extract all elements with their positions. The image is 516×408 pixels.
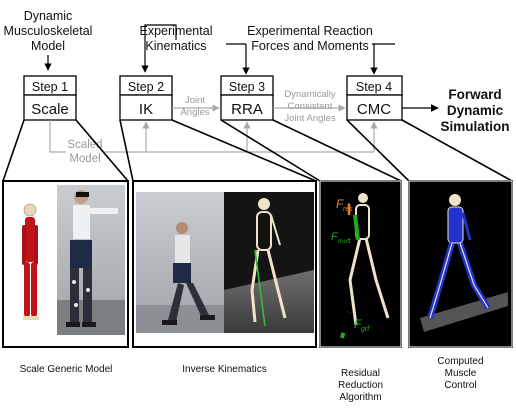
rra-caption-line3: Algorithm <box>339 392 382 403</box>
cmc-caption-line1: Computed <box>437 356 484 367</box>
svg-text:Model: Model <box>69 153 100 165</box>
scale-caption: Scale Generic Model <box>19 364 113 375</box>
rra-caption: Residual Reduction Algorithm <box>318 368 403 404</box>
svg-text:Joint: Joint <box>185 95 205 106</box>
ground-reaction-force-subscript: grf <box>361 326 370 333</box>
scale-panel <box>2 180 129 348</box>
step-2-header: Step 2 <box>128 80 164 94</box>
svg-text:Experimental Reaction: Experimental Reaction <box>247 24 373 38</box>
subject-markers-photo <box>57 185 125 335</box>
forces-input-label: Experimental Reaction Forces and Moments <box>247 24 373 53</box>
svg-text:Consistent: Consistent <box>288 101 333 112</box>
svg-text:Dynamic: Dynamic <box>24 9 73 23</box>
ground-reaction-force-label: F <box>354 317 362 331</box>
step-1-header: Step 1 <box>32 80 68 94</box>
generic-musculoskeletal-model-image <box>22 203 39 320</box>
rra-caption-line1: Residual <box>341 368 380 379</box>
svg-text:Forward: Forward <box>448 87 501 102</box>
muscle-control-model-image <box>420 194 508 332</box>
ground-reaction-force-arrow <box>331 309 355 339</box>
muscle-force-subscript: mus <box>338 238 351 245</box>
step-4-header: Step 4 <box>356 80 392 94</box>
cmc-caption-line3: Control <box>444 380 477 391</box>
step-4-box: Step 4 CMC <box>346 75 403 121</box>
joint-angles-label: Joint Angles <box>180 95 209 118</box>
connector-lines <box>2 119 513 182</box>
rra-panel: F res F mus F grf <box>319 180 402 348</box>
scaled-model-label: Scaled Model <box>67 139 102 165</box>
rra-caption-line2: Reduction <box>337 380 384 391</box>
svg-text:Musculoskeletal: Musculoskeletal <box>4 24 93 38</box>
svg-text:Model: Model <box>31 39 65 53</box>
walking-subject-photo <box>136 192 224 333</box>
residual-force-subscript: res <box>343 206 353 213</box>
input-arrows <box>44 24 395 75</box>
skeleton-model-image <box>224 192 314 333</box>
step-1-box: Step 1 Scale <box>23 75 77 121</box>
step-2-box: Step 2 IK <box>119 75 173 121</box>
cmc-panel <box>408 180 513 348</box>
svg-text:Forces and Moments: Forces and Moments <box>251 39 368 53</box>
forward-dynamic-simulation-label: Forward Dynamic Simulation <box>440 87 509 134</box>
ik-panel <box>132 180 317 348</box>
muscle-force-label: F <box>331 231 339 243</box>
cmc-caption: Computed Muscle Control <box>409 356 512 392</box>
consistent-joint-angles-label: Dynamically Consistent Joint Angles <box>284 89 335 124</box>
model-input-label: Dynamic Musculoskeletal Model <box>4 9 93 53</box>
svg-text:Dynamically: Dynamically <box>284 89 335 100</box>
step-3-box: Step 3 RRA <box>220 75 274 121</box>
step-2-name: IK <box>139 101 153 118</box>
step-3-header: Step 3 <box>229 80 265 94</box>
svg-text:Kinematics: Kinematics <box>145 39 206 53</box>
svg-text:Simulation: Simulation <box>440 119 509 134</box>
cmc-caption-line2: Muscle <box>444 368 477 379</box>
step-4-name: CMC <box>357 101 391 118</box>
step-3-name: RRA <box>231 101 263 118</box>
svg-text:Joint Angles: Joint Angles <box>284 113 335 124</box>
step-1-name: Scale <box>31 101 69 118</box>
svg-text:Dynamic: Dynamic <box>447 103 504 118</box>
ik-caption: Inverse Kinematics <box>182 364 267 375</box>
svg-text:Angles: Angles <box>180 107 209 118</box>
residual-force-label: F <box>336 197 344 211</box>
